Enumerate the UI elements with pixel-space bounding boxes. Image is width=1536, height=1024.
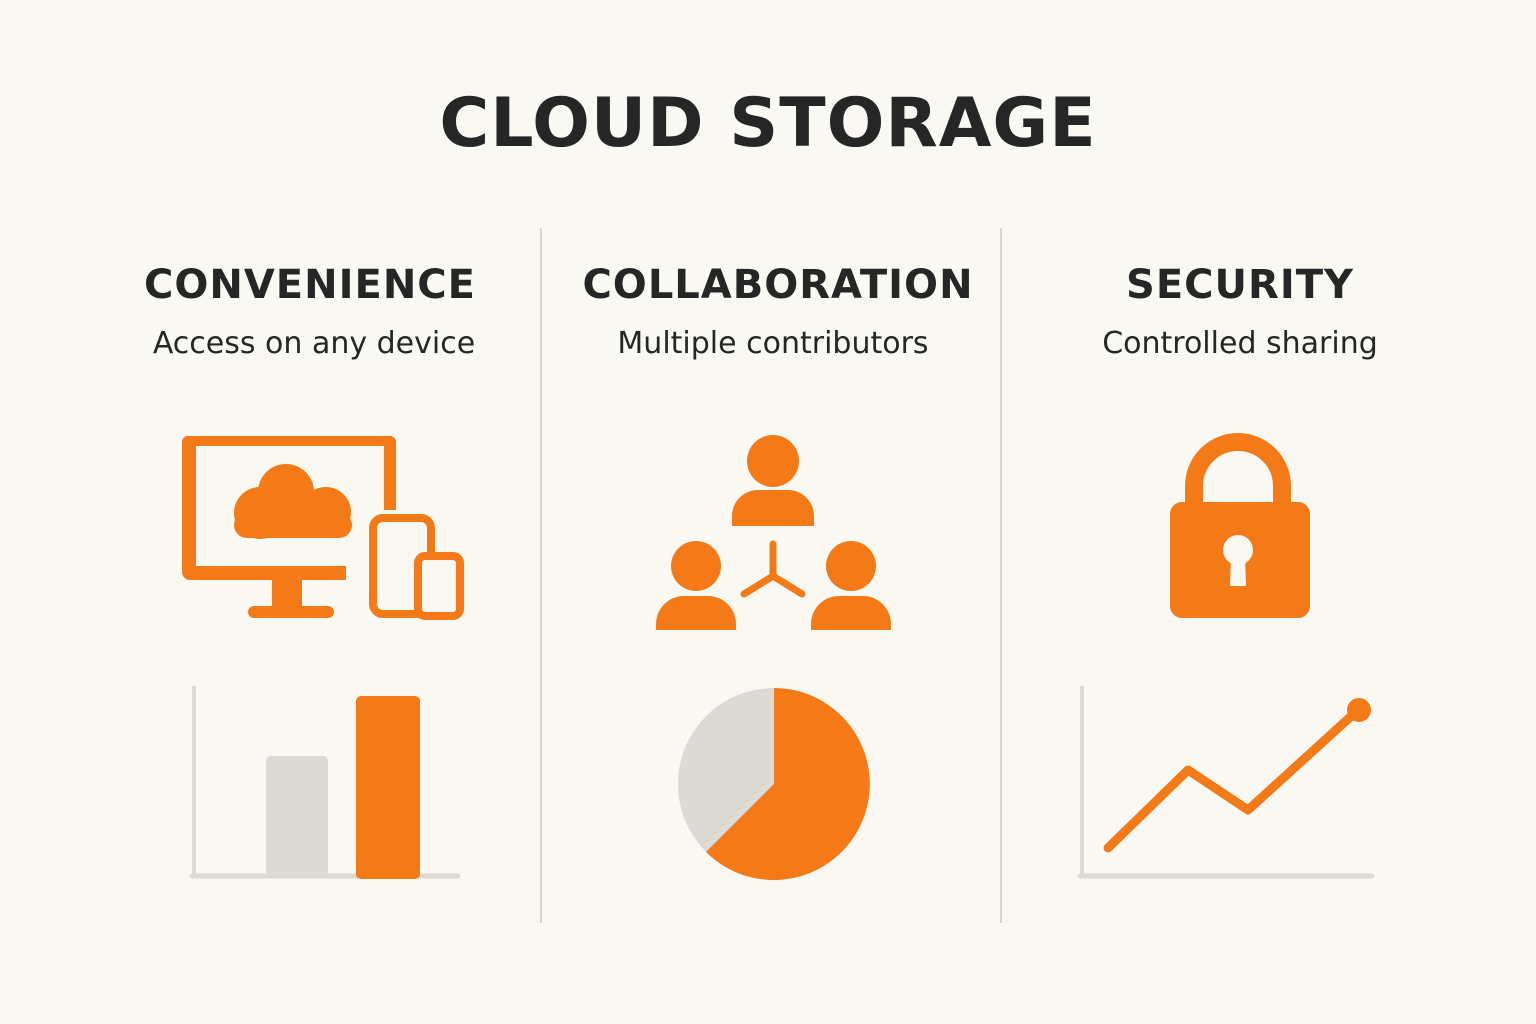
column-subtitle-convenience: Access on any device (152, 326, 476, 361)
column-subtitle-collaboration: Multiple contributors (617, 326, 929, 361)
devices-cloud-icon (182, 436, 464, 620)
column-heading-security: SECURITY (1126, 262, 1354, 308)
line-chart-icon (1077, 686, 1375, 879)
column-heading-convenience: CONVENIENCE (144, 262, 476, 308)
column-divider (540, 228, 542, 923)
page-title: CLOUD STORAGE (439, 84, 1097, 163)
people-network-icon (656, 435, 891, 630)
column-heading-collaboration: COLLABORATION (582, 262, 974, 308)
column-subtitle-security: Controlled sharing (1102, 326, 1378, 361)
padlock-icon (1170, 433, 1310, 618)
column-divider (1000, 228, 1002, 923)
pie-chart-icon (678, 688, 870, 880)
bar-chart-icon (189, 686, 461, 879)
